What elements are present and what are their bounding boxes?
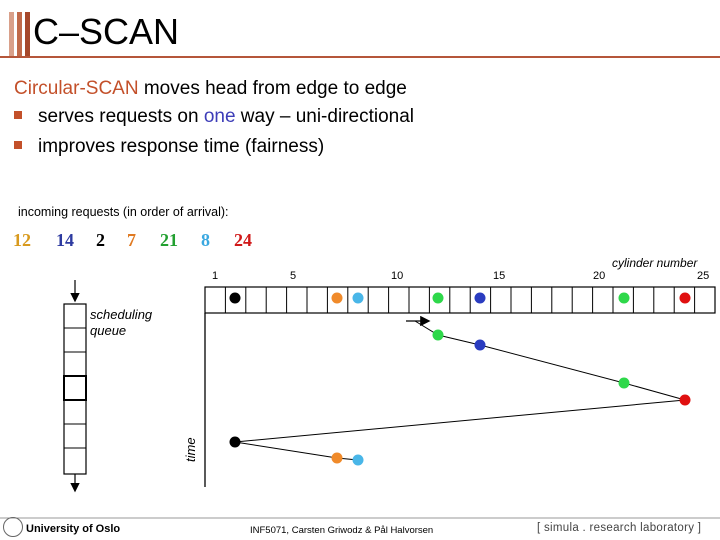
scheduling-queue xyxy=(63,280,87,493)
bullet-1-highlight: one xyxy=(203,106,236,127)
served-request-7 xyxy=(331,452,343,464)
footer-lab-logo: [ simula . research laboratory ] xyxy=(537,522,702,534)
track-request-24 xyxy=(679,292,691,304)
tick-20: 20 xyxy=(593,270,606,282)
title-decoration xyxy=(25,12,30,56)
requests-label: incoming requests (in order of arrival): xyxy=(18,205,229,219)
queue-label-line-1: scheduling xyxy=(90,307,153,322)
title-underline xyxy=(0,56,720,58)
track-request-14 xyxy=(474,292,486,304)
tick-10: 10 xyxy=(391,270,404,282)
track-request-2 xyxy=(229,292,241,304)
bullet-marker xyxy=(14,111,22,119)
tick-5: 5 xyxy=(290,270,297,282)
intro-text: moves head from edge to edge xyxy=(138,78,407,99)
request-7: 7 xyxy=(127,230,136,250)
request-24: 24 xyxy=(234,230,252,250)
intro-highlight: Circular-SCAN xyxy=(14,78,139,99)
queue-label-line-2: queue xyxy=(90,323,127,338)
bullet-2-text: improves response time (fairness) xyxy=(38,136,325,157)
served-request-21 xyxy=(618,377,630,389)
title-decoration xyxy=(9,12,14,56)
served-request-12 xyxy=(432,329,444,341)
scheduling-queue-label: scheduling queue xyxy=(90,307,152,339)
request-8: 8 xyxy=(201,230,210,250)
track-request-21 xyxy=(618,292,630,304)
tick-1: 1 xyxy=(212,270,219,282)
intro-line: Circular-SCAN moves head from edge to ed… xyxy=(14,78,407,100)
track-request-8 xyxy=(352,292,364,304)
slide-title: C–SCAN xyxy=(33,11,180,52)
bullet-2: improves response time (fairness) xyxy=(14,136,324,158)
footer-course: INF5071, Carsten Griwodz & Pål Halvorsen xyxy=(250,525,434,536)
request-21: 21 xyxy=(160,230,178,250)
served-request-14 xyxy=(474,339,486,351)
footer-university: University of Oslo xyxy=(26,523,121,535)
request-12: 12 xyxy=(13,230,31,250)
bullet-1-text: serves requests on xyxy=(38,106,204,127)
title-decoration xyxy=(17,12,22,56)
request-2: 2 xyxy=(96,230,105,250)
request-14: 14 xyxy=(56,230,74,250)
bullet-1: serves requests on one way – uni-directi… xyxy=(14,106,414,128)
bullet-marker xyxy=(14,141,22,149)
title-bar: C–SCAN xyxy=(0,6,720,58)
track-request-12 xyxy=(432,292,444,304)
served-request-8 xyxy=(352,454,364,466)
university-seal-icon xyxy=(3,517,23,537)
served-request-2 xyxy=(229,436,241,448)
cylinder-track xyxy=(204,286,716,314)
head-path xyxy=(234,320,686,461)
bullet-1-text-end: way – uni-directional xyxy=(235,106,414,127)
served-request-24 xyxy=(679,394,691,406)
track-request-7 xyxy=(331,292,343,304)
tick-25: 25 xyxy=(697,270,710,282)
cylinder-axis-label: cylinder number xyxy=(612,256,698,270)
tick-15: 15 xyxy=(493,270,506,282)
